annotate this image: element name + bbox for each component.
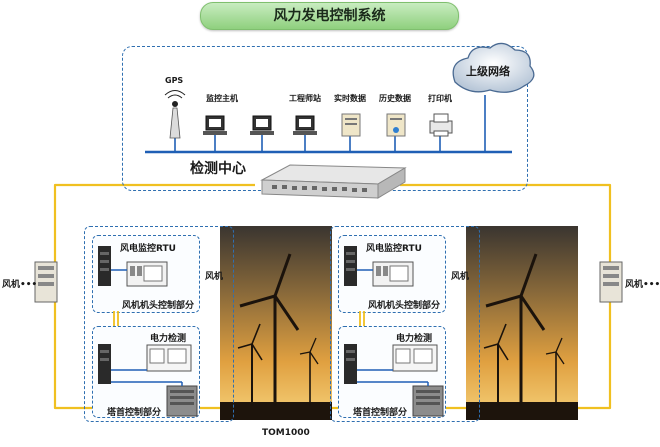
workstation-icon xyxy=(293,115,317,135)
page-title: 风力发电控制系统 xyxy=(200,2,459,30)
left-fan-label: 风机 xyxy=(205,272,224,282)
left-head-switch-icon xyxy=(98,246,111,286)
history-data-server-icon xyxy=(386,113,406,137)
left-rtu-label: 风电监控RTU xyxy=(120,244,176,254)
right-power-detect-label: 电力检测 xyxy=(396,334,433,344)
right-fan-label: 风机 xyxy=(451,272,470,282)
realtime-data-label: 实时数据 xyxy=(334,94,366,103)
right-tower-switch-icon xyxy=(344,344,357,384)
left-power-meter-icon xyxy=(146,344,192,372)
right-tower-control-label: 塔首控制部分 xyxy=(353,408,408,418)
left-tower-rack-icon xyxy=(166,385,198,417)
printer-label: 打印机 xyxy=(428,94,452,103)
right-edge-device-icon xyxy=(599,261,623,303)
monitor-host-label: 监控主机 xyxy=(206,94,238,103)
gps-label: GPS xyxy=(165,76,184,85)
device-model-label: TOM1000 xyxy=(262,428,310,438)
upper-network-cloud-icon xyxy=(452,42,535,93)
printer-icon xyxy=(429,113,453,137)
left-tower-switch-icon xyxy=(98,344,111,384)
left-edge-device-icon xyxy=(34,261,58,303)
right-rtu-device-icon xyxy=(372,261,414,287)
left-rtu-device-icon xyxy=(126,261,168,287)
upper-network-label: 上级网络 xyxy=(466,65,510,78)
left-head-control-label: 风机机头控制部分 xyxy=(122,301,195,311)
detection-center-label: 检测中心 xyxy=(190,161,246,177)
left-tower-control-label: 塔首控制部分 xyxy=(107,408,162,418)
right-edge-fan-label: 风机••• xyxy=(625,280,660,290)
right-unit-box xyxy=(330,226,480,422)
wind-photo-left xyxy=(220,226,332,420)
engineering-station-icon xyxy=(250,115,274,135)
gps-antenna-icon xyxy=(164,90,186,139)
monitor-host-icon xyxy=(203,115,227,135)
right-rtu-label: 风电监控RTU xyxy=(366,244,422,254)
left-edge-fan-label: 风机••• xyxy=(2,280,38,290)
right-head-control-label: 风机机头控制部分 xyxy=(368,301,441,311)
left-power-detect-label: 电力检测 xyxy=(150,334,187,344)
right-power-meter-icon xyxy=(392,344,438,372)
engineering-station-label: 工程师站 xyxy=(289,94,321,103)
left-unit-box xyxy=(84,226,234,422)
wind-photo-right xyxy=(466,226,578,420)
right-head-switch-icon xyxy=(344,246,357,286)
realtime-data-server-icon xyxy=(341,113,361,137)
history-data-label: 历史数据 xyxy=(379,94,411,103)
central-switch-icon xyxy=(260,164,407,199)
right-tower-rack-icon xyxy=(412,385,444,417)
